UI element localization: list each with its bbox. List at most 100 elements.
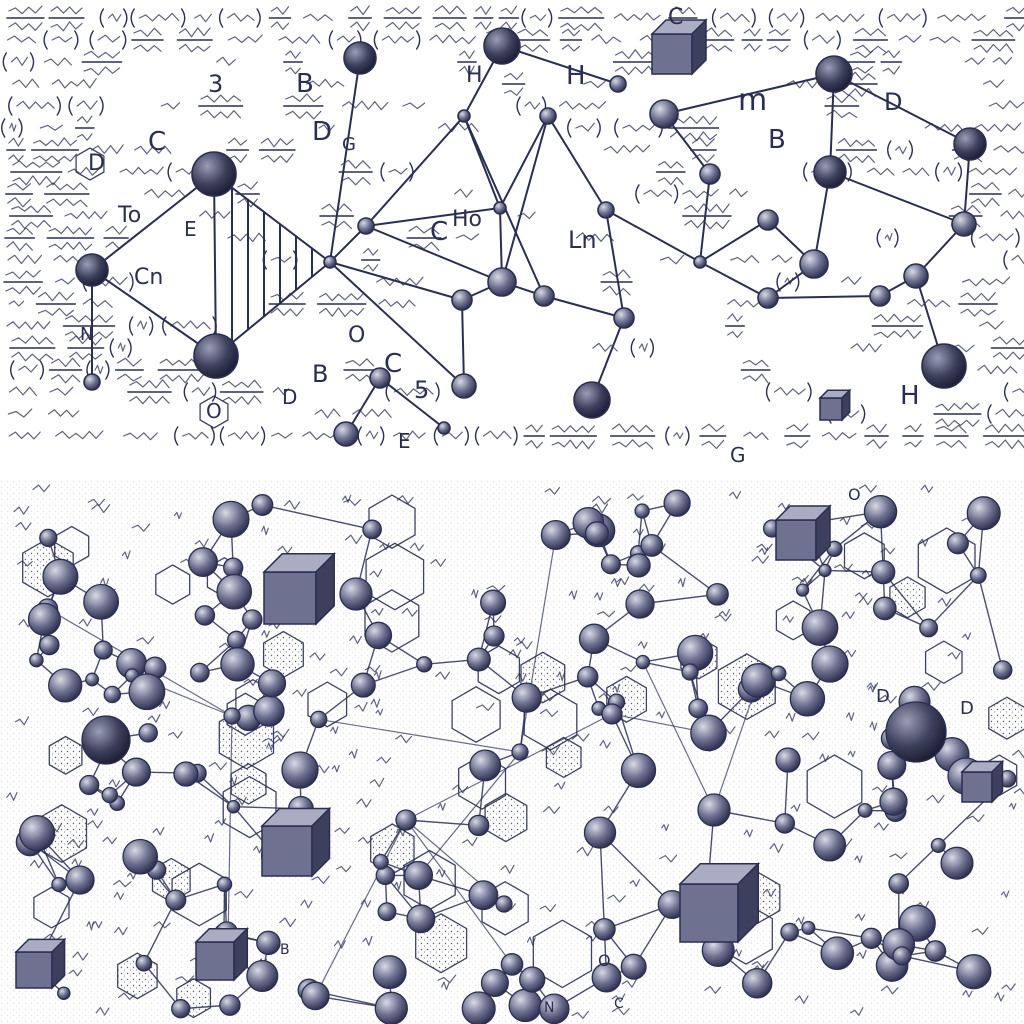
- notation-scribble: [68, 969, 83, 977]
- notation-scribble: [926, 794, 945, 804]
- notation-scribble: [113, 879, 132, 888]
- notation-scribble: [629, 879, 640, 887]
- notation-scribble: [378, 298, 416, 309]
- notation-scribble: [221, 395, 262, 405]
- atom-sphere: [75, 253, 109, 287]
- notation-scribble: [119, 166, 164, 175]
- label-e: E: [184, 217, 197, 241]
- notation-scribble: [16, 100, 55, 110]
- notation-scribble: [583, 80, 606, 89]
- paren-stroke: [513, 426, 518, 446]
- atom-sphere: [533, 285, 555, 307]
- paren-stroke: [99, 8, 105, 28]
- notation-scribble: [839, 516, 851, 526]
- notation-scribble: [992, 351, 1024, 360]
- paren-stroke: [256, 8, 261, 28]
- paren-stroke: [878, 8, 884, 28]
- cube-face-side: [233, 926, 249, 982]
- paren-stroke: [711, 8, 717, 28]
- atom-sphere: [65, 865, 95, 895]
- atom-sphere: [466, 647, 491, 672]
- paren-stroke: [29, 52, 35, 72]
- notation-scribble: [994, 992, 1005, 1002]
- notation-scribble: [854, 855, 863, 863]
- notation-scribble: [889, 852, 908, 860]
- atom-sphere: [573, 381, 611, 419]
- notation-scribble: [768, 45, 789, 53]
- atom-sphere: [93, 640, 113, 660]
- notation-scribble: [48, 226, 93, 236]
- notation-scribble: [51, 36, 73, 43]
- paren-stroke: [516, 96, 521, 116]
- notation-scribble: [396, 495, 414, 505]
- notation-scribble: [947, 652, 961, 660]
- hexagon-ring: [843, 532, 885, 580]
- atom-sphere: [451, 289, 473, 311]
- notation-scribble: [866, 682, 879, 690]
- notation-scribble: [306, 78, 345, 88]
- notation-scribble: [834, 563, 853, 573]
- atom-sphere: [246, 959, 279, 993]
- atom-sphere: [591, 962, 622, 993]
- notation-scribble: [728, 491, 741, 500]
- notation-scribble: [147, 714, 161, 723]
- bond-line: [699, 173, 711, 263]
- notation-scribble: [178, 27, 211, 38]
- bond-line: [213, 173, 331, 263]
- notation-scribble: [401, 607, 418, 617]
- notation-scribble: [8, 431, 41, 440]
- atom-sphere: [663, 489, 691, 517]
- notation-scribble: [880, 547, 896, 555]
- notation-scribble: [718, 608, 731, 617]
- atom-sphere: [257, 669, 287, 698]
- notation-scribble: [48, 241, 93, 251]
- notation-scribble: [643, 189, 673, 197]
- notation-scribble: [86, 921, 95, 931]
- atom-sphere: [467, 814, 490, 837]
- paren-stroke: [109, 338, 115, 358]
- notation-scribble: [270, 21, 290, 31]
- paren-stroke: [10, 360, 15, 380]
- atom-sphere: [18, 815, 56, 852]
- notation-scribble: [11, 335, 54, 345]
- notation-scribble: [11, 351, 54, 362]
- notation-scribble: [7, 254, 43, 265]
- notation-scribble: [64, 314, 114, 323]
- atom-sphere: [339, 577, 373, 611]
- notation-scribble: [86, 808, 99, 816]
- notation-scribble: [727, 313, 743, 322]
- atom-sphere: [888, 873, 910, 894]
- notation-scribble: [345, 373, 375, 383]
- label-3: 3: [208, 70, 223, 98]
- atom-sphere: [921, 343, 967, 389]
- notation-scribble: [435, 671, 451, 680]
- notation-scribble: [117, 342, 126, 352]
- notation-scribble: [937, 597, 952, 607]
- notation-scribble: [279, 917, 297, 928]
- atom-sphere: [350, 672, 376, 698]
- bond-line: [599, 831, 673, 906]
- cube-shapes: [14, 18, 1005, 990]
- notation-scribble: [200, 94, 242, 103]
- atom-sphere: [539, 107, 557, 125]
- hexagon-ring: [484, 792, 528, 843]
- label-bottom-b: B: [280, 942, 290, 958]
- notation-scribble: [592, 495, 612, 505]
- paren-stroke: [803, 30, 809, 50]
- notation-scribble: [277, 545, 293, 554]
- notation-scribble: [309, 652, 326, 661]
- atom-sphere: [165, 889, 187, 911]
- notation-scribble: [50, 357, 81, 368]
- hexagon-ring: [230, 763, 267, 805]
- atom-sphere: [101, 786, 119, 804]
- cube-face-front: [961, 771, 993, 803]
- atom-sphere: [437, 421, 451, 435]
- label-cn: Cn: [134, 265, 163, 290]
- notation-scribble: [50, 21, 83, 32]
- notation-scribble: [69, 335, 103, 346]
- notation-scribble: [621, 978, 638, 988]
- notation-scribble: [94, 364, 104, 375]
- atom-sphere: [740, 663, 776, 698]
- notation-scribble: [475, 21, 492, 30]
- label-g2: G: [730, 443, 746, 467]
